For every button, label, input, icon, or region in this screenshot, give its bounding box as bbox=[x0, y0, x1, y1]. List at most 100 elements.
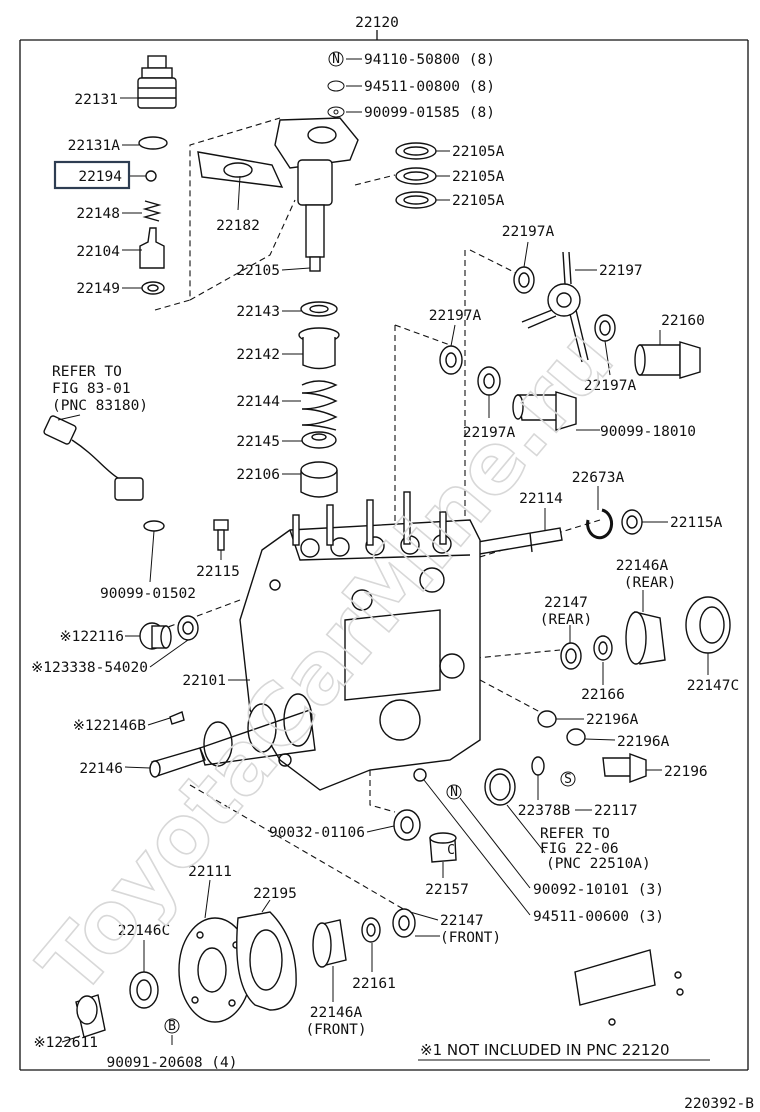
label-122146B[interactable]: ※122146B bbox=[73, 718, 147, 734]
part-22149-washer[interactable] bbox=[141, 281, 165, 295]
part-90032-01106-seal[interactable] bbox=[393, 809, 421, 841]
label-22117[interactable]: 22117 bbox=[594, 803, 638, 819]
part-22105A-oring-1[interactable] bbox=[395, 142, 437, 160]
label-22131A[interactable]: 22131A bbox=[68, 138, 121, 154]
refer-1-line-3[interactable]: (PNC 83180) bbox=[52, 398, 148, 414]
part-22148-spring[interactable] bbox=[142, 200, 162, 222]
label-90032-01106[interactable]: 90032-01106 bbox=[269, 825, 365, 841]
part-22143-washer[interactable] bbox=[300, 301, 338, 317]
label-122116[interactable]: ※122116 bbox=[59, 629, 124, 645]
part-22146A-front-bearing[interactable] bbox=[312, 919, 347, 968]
label-22142[interactable]: 22142 bbox=[236, 347, 280, 363]
label-22147-rear[interactable]: 22147 bbox=[544, 595, 588, 611]
label-22146[interactable]: 22146 bbox=[79, 761, 123, 777]
part-94511-00600-washer[interactable] bbox=[413, 768, 427, 782]
part-22197A-gasket-3[interactable] bbox=[439, 345, 463, 375]
label-22196A-1[interactable]: 22196A bbox=[586, 712, 639, 728]
label-22104[interactable]: 22104 bbox=[76, 244, 120, 260]
part-22116-plug[interactable] bbox=[139, 622, 172, 650]
label-22197[interactable]: 22197 bbox=[599, 263, 643, 279]
part-22146B-key[interactable] bbox=[169, 711, 185, 725]
label-22147-front[interactable]: 22147 bbox=[440, 913, 484, 929]
part-22145-seat[interactable] bbox=[301, 431, 337, 449]
part-22111-coupling[interactable] bbox=[178, 917, 252, 1023]
label-22143[interactable]: 22143 bbox=[236, 304, 280, 320]
label-90092-10101[interactable]: 90092-10101 (3) bbox=[533, 882, 664, 898]
label-22105[interactable]: 22105 bbox=[236, 263, 280, 279]
label-22197A-1[interactable]: 22197A bbox=[502, 224, 555, 240]
part-22101-housing[interactable] bbox=[239, 519, 481, 791]
label-22105A-1[interactable]: 22105A bbox=[452, 144, 505, 160]
label-22146A-rear[interactable]: 22146A bbox=[616, 558, 669, 574]
part-22131A-washer[interactable] bbox=[138, 136, 168, 150]
label-22196[interactable]: 22196 bbox=[664, 764, 708, 780]
part-22147-front-bearing[interactable] bbox=[392, 908, 416, 938]
part-22161-ring[interactable] bbox=[361, 917, 381, 943]
label-22115A[interactable]: 22115A bbox=[670, 515, 723, 531]
part-22157-cap[interactable] bbox=[429, 832, 457, 863]
label-22161[interactable]: 22161 bbox=[352, 976, 396, 992]
label-22145[interactable]: 22145 bbox=[236, 434, 280, 450]
label-22105A-2[interactable]: 22105A bbox=[452, 169, 505, 185]
part-22147C-bearing[interactable] bbox=[685, 596, 731, 654]
part-22144-spring[interactable] bbox=[301, 380, 338, 431]
part-22182-gasket[interactable] bbox=[197, 151, 284, 188]
label-22146A-front[interactable]: 22146A bbox=[310, 1005, 363, 1021]
part-22196A-washer-1[interactable] bbox=[537, 710, 557, 728]
part-22105-barrel[interactable] bbox=[274, 117, 359, 272]
part-22105A-oring-2[interactable] bbox=[395, 167, 437, 185]
label-22149[interactable]: 22149 bbox=[76, 281, 120, 297]
part-22142-sleeve[interactable] bbox=[298, 327, 340, 370]
label-90099-18010[interactable]: 90099-18010 bbox=[600, 424, 696, 440]
label-123338-54020[interactable]: ※123338-54020 bbox=[31, 660, 148, 676]
part-22196A-washer-2[interactable] bbox=[566, 728, 586, 746]
part-22673A-ring[interactable] bbox=[586, 508, 614, 540]
part-22146A-rear-bearing[interactable] bbox=[625, 611, 666, 665]
part-22105A-oring-3[interactable] bbox=[395, 191, 437, 209]
part-122611-sleeve[interactable] bbox=[75, 994, 106, 1038]
label-22111[interactable]: 22111 bbox=[188, 864, 232, 880]
label-122611[interactable]: ※122611 bbox=[33, 1035, 98, 1051]
label-22148[interactable]: 22148 bbox=[76, 206, 120, 222]
label-94110[interactable]: 94110-50800 (8) bbox=[364, 52, 495, 68]
part-22147-rear-bearing[interactable] bbox=[560, 642, 582, 670]
label-22182[interactable]: 22182 bbox=[216, 218, 260, 234]
label-22115[interactable]: 22115 bbox=[196, 564, 240, 580]
part-22146C-bearing[interactable] bbox=[129, 971, 159, 1009]
label-90091-20608[interactable]: 90091-20608 (4) bbox=[107, 1055, 238, 1071]
part-22104-valve[interactable] bbox=[139, 227, 165, 269]
label-94511-00600[interactable]: 94511-00600 (3) bbox=[533, 909, 664, 925]
part-22378B-washer[interactable] bbox=[531, 756, 545, 776]
part-22197A-gasket-1[interactable] bbox=[513, 266, 535, 294]
part-90099-18010-bolt[interactable] bbox=[512, 391, 577, 431]
label-22197A-2[interactable]: 22197A bbox=[429, 308, 482, 324]
label-22146C[interactable]: 22146C bbox=[118, 923, 170, 939]
label-90099-01585[interactable]: 90099-01585 (8) bbox=[364, 105, 495, 121]
label-22131[interactable]: 22131 bbox=[74, 92, 118, 108]
label-22197A-3[interactable]: 22197A bbox=[584, 378, 637, 394]
label-22194[interactable]: 22194 bbox=[78, 169, 122, 185]
label-22114[interactable]: 22114 bbox=[519, 491, 563, 507]
label-22378B[interactable]: 22378B bbox=[518, 803, 571, 819]
label-22197A-4[interactable]: 22197A bbox=[463, 425, 516, 441]
label-22673A[interactable]: 22673A bbox=[572, 470, 625, 486]
label-22160[interactable]: 22160 bbox=[661, 313, 705, 329]
label-22166[interactable]: 22166 bbox=[581, 687, 625, 703]
part-123338-54020-washer[interactable] bbox=[177, 615, 199, 641]
part-22146-camshaft[interactable] bbox=[149, 693, 316, 778]
part-22160-bolt[interactable] bbox=[634, 341, 701, 379]
part-22194-ball[interactable] bbox=[145, 170, 157, 182]
part-22197A-gasket-2[interactable] bbox=[594, 314, 616, 342]
part-90099-01502-washer[interactable] bbox=[143, 520, 165, 532]
part-22196-bolt[interactable] bbox=[602, 752, 647, 784]
part-22195-plate[interactable] bbox=[236, 911, 297, 1011]
label-94511-00800[interactable]: 94511-00800 (8) bbox=[364, 79, 495, 95]
label-22157[interactable]: 22157 bbox=[425, 882, 469, 898]
label-22101[interactable]: 22101 bbox=[182, 673, 226, 689]
label-22147C[interactable]: 22147C bbox=[687, 678, 739, 694]
label-22196A-2[interactable]: 22196A bbox=[617, 734, 670, 750]
label-22106[interactable]: 22106 bbox=[236, 467, 280, 483]
part-22197A-gasket-4[interactable] bbox=[477, 366, 501, 396]
label-22144[interactable]: 22144 bbox=[236, 394, 280, 410]
part-22131-fitting[interactable] bbox=[137, 55, 177, 109]
